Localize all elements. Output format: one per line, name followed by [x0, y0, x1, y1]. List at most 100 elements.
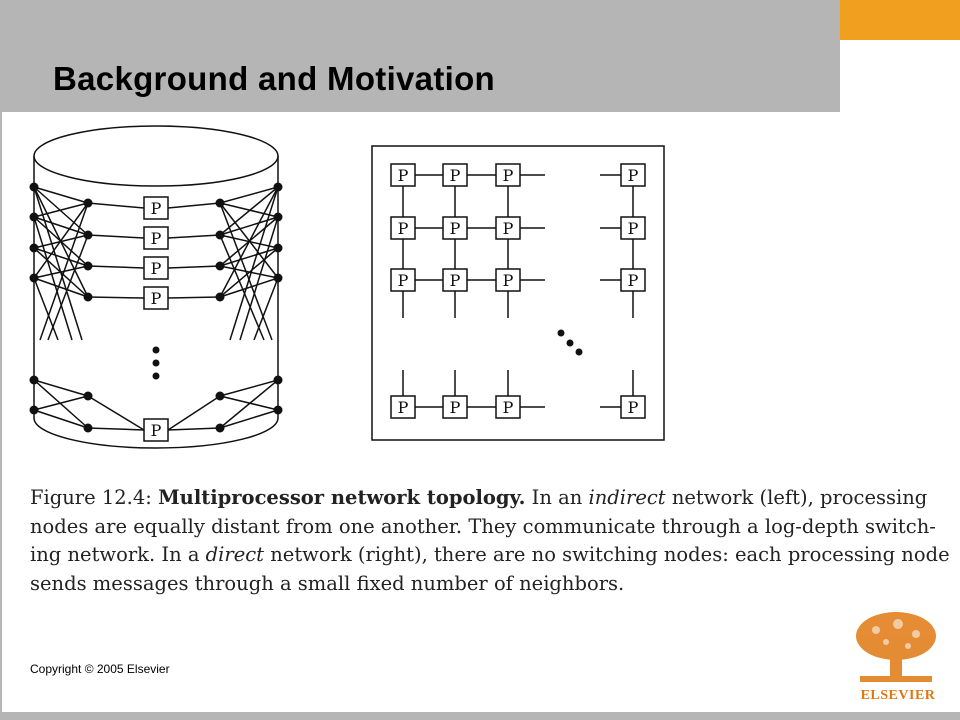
switch-node	[273, 375, 283, 385]
switch-node	[83, 391, 93, 401]
caption-line-4: sends messages through a small fixed num…	[30, 571, 625, 595]
network-link	[239, 216, 279, 341]
header-bar	[0, 0, 840, 112]
caption-text: ing network. In a	[30, 543, 200, 567]
processor-node: P	[620, 395, 646, 419]
network-link	[219, 265, 279, 279]
switch-node	[273, 405, 283, 415]
network-link	[229, 186, 279, 341]
processor-node: P	[390, 163, 416, 187]
processor-node: P	[495, 395, 521, 419]
switch-node	[215, 261, 225, 271]
caption-heading: Multiprocessor network topology.	[158, 486, 526, 509]
switch-node	[215, 292, 225, 302]
switch-node	[273, 212, 283, 222]
processor-label: P	[151, 421, 162, 440]
switch-node	[273, 243, 283, 253]
copyright-notice: Copyright © 2005 Elsevier	[30, 662, 170, 676]
processor-box	[495, 216, 521, 240]
processor-node: P	[390, 216, 416, 240]
caption-emphasis: direct	[205, 543, 265, 567]
processor-box	[442, 163, 468, 187]
processor-node: P	[442, 268, 468, 292]
processor-node: P	[143, 196, 169, 220]
caption-line-1: Figure 12.4: Multiprocessor network topo…	[30, 484, 930, 513]
caption-text: In an	[531, 486, 583, 509]
network-link	[219, 247, 279, 267]
processor-label: P	[151, 259, 162, 278]
processor-node: P	[495, 163, 521, 187]
ellipsis-dot	[557, 329, 565, 337]
network-link	[87, 202, 145, 209]
caption-emphasis: indirect	[588, 486, 666, 509]
processor-label: P	[503, 398, 514, 417]
elsevier-tree-icon	[856, 612, 936, 682]
processor-label: P	[628, 398, 639, 417]
processor-box	[442, 268, 468, 292]
processor-box	[143, 196, 169, 220]
network-link	[47, 234, 89, 341]
processor-box	[495, 163, 521, 187]
ellipsis-dot	[566, 339, 574, 347]
network-link	[33, 379, 89, 429]
processor-label: P	[450, 398, 461, 417]
caption-line-3: ing network. In a direct network (right)…	[30, 541, 950, 570]
switch-node	[83, 230, 93, 240]
network-link	[33, 277, 89, 298]
accent-block	[840, 0, 960, 40]
processor-label: P	[398, 271, 409, 290]
network-link	[33, 216, 73, 341]
network-link	[219, 234, 265, 341]
network-link	[33, 186, 83, 341]
ellipsis-dot	[152, 372, 160, 380]
caption-text: network (left), processing	[671, 486, 928, 509]
processor-node: P	[620, 163, 646, 187]
processor-box	[390, 395, 416, 419]
ellipsis-dot	[152, 359, 160, 367]
network-link	[219, 202, 279, 218]
ellipsis-dot	[152, 346, 160, 354]
processor-node: P	[143, 418, 169, 442]
switch-node	[29, 243, 39, 253]
processor-label: P	[151, 229, 162, 248]
switch-node	[29, 212, 39, 222]
processor-label: P	[398, 398, 409, 417]
network-link	[167, 427, 221, 431]
network-link	[219, 202, 273, 341]
switch-node	[83, 261, 93, 271]
network-link	[167, 265, 221, 269]
processor-box	[620, 268, 646, 292]
processor-node: P	[495, 216, 521, 240]
network-link	[33, 395, 89, 411]
cylinder-body	[33, 156, 279, 449]
processor-label: P	[398, 166, 409, 185]
mesh-border	[371, 145, 665, 441]
processor-box	[143, 286, 169, 310]
processor-box	[143, 418, 169, 442]
processor-box	[143, 256, 169, 280]
switch-node	[215, 230, 225, 240]
processor-box	[390, 268, 416, 292]
processor-node: P	[442, 395, 468, 419]
processor-label: P	[151, 199, 162, 218]
processor-label: P	[503, 271, 514, 290]
switch-node	[83, 292, 93, 302]
switch-node	[83, 198, 93, 208]
processor-label: P	[503, 219, 514, 238]
network-link	[33, 247, 89, 267]
processor-label: P	[450, 166, 461, 185]
slide-title: Background and Motivation	[53, 60, 496, 97]
network-link	[33, 379, 89, 397]
network-link	[219, 379, 279, 397]
processor-label: P	[628, 219, 639, 238]
processor-box	[143, 226, 169, 250]
processor-node: P	[442, 163, 468, 187]
left-rule	[0, 112, 2, 712]
processor-label: P	[628, 271, 639, 290]
network-link	[33, 186, 89, 204]
processor-box	[390, 216, 416, 240]
processor-label: P	[503, 166, 514, 185]
